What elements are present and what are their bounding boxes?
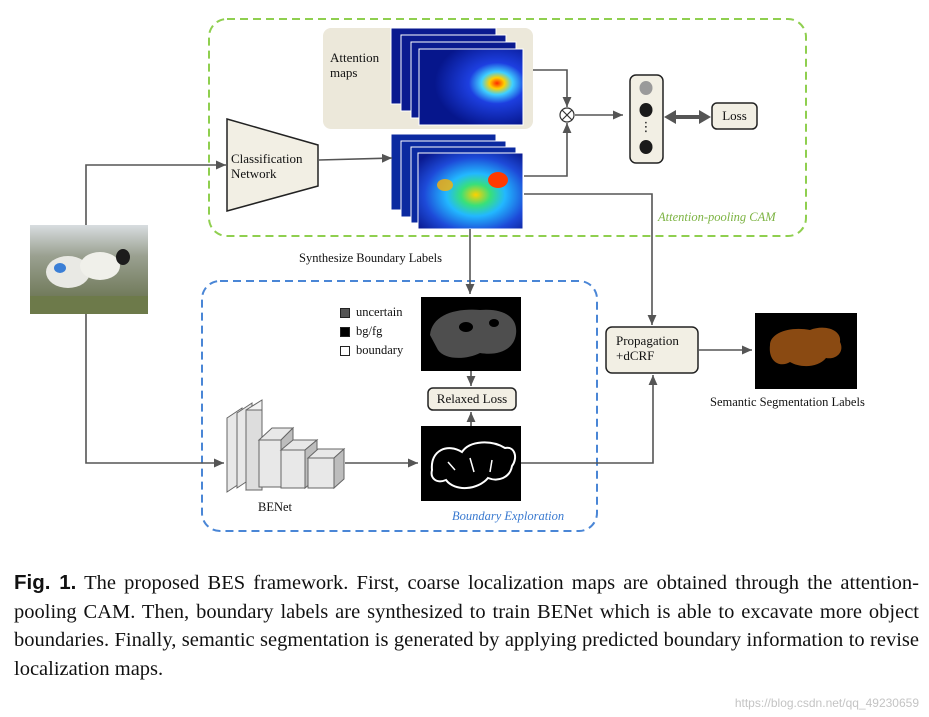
legend-label-boundary: boundary [356, 343, 404, 357]
attention-maps-stack [390, 27, 524, 126]
figure-label: Fig. 1. [14, 571, 77, 594]
semantic-segmentation-labels-text: Semantic Segmentation Labels [710, 395, 865, 409]
loss-box [711, 102, 758, 130]
legend-swatch-bgfg [340, 326, 350, 337]
attention-pooling-region-label: Attention-pooling CAM [658, 210, 776, 224]
figure-caption-text: The proposed BES framework. First, coars… [14, 572, 919, 680]
benet-label: BENet [258, 500, 293, 514]
synthesize-boundary-labels-text: Synthesize Boundary Labels [299, 251, 443, 265]
relaxed-loss-label: Relaxed Loss [436, 391, 508, 406]
loss-double-arrow [664, 110, 711, 124]
input-image [30, 225, 148, 314]
cam-maps-stack [390, 133, 524, 230]
boundary-exploration-region-label: Boundary Exploration [452, 509, 565, 523]
legend-item-bgfg: bg/fg [340, 322, 403, 341]
classification-network-label: Classification Network [231, 151, 303, 181]
multiply-operator [559, 107, 575, 123]
framework-diagram [30, 18, 857, 532]
classifier-node-2 [639, 103, 653, 117]
figure-caption: Fig. 1. The proposed BES framework. Firs… [14, 569, 919, 683]
legend-label-uncertain: uncertain [356, 305, 403, 319]
attention-pooling-region [208, 18, 807, 237]
attention-maps-label: Attention maps [330, 50, 380, 80]
legend-swatch-uncertain [340, 307, 350, 318]
legend-label-bgfg: bg/fg [356, 324, 383, 338]
boundary-exploration-region [201, 280, 598, 532]
classifier-ellipsis: ⋮ [639, 120, 653, 135]
legend-item-uncertain: uncertain [340, 303, 403, 322]
watermark: https://blog.csdn.net/qq_49230659 [734, 696, 919, 710]
legend-item-boundary: boundary [340, 341, 403, 360]
benet-architecture [226, 399, 346, 493]
classification-network-block [226, 118, 319, 212]
boundary-label-map [421, 297, 521, 371]
loss-label: Loss [722, 108, 747, 123]
legend: uncertain bg/fg boundary [340, 303, 403, 360]
propagation-label: Propagation +dCRF [616, 333, 679, 363]
classifier-node-1 [639, 81, 653, 95]
classifier-vector-box [629, 74, 664, 164]
classifier-node-3 [639, 140, 653, 154]
segmentation-output [755, 313, 857, 389]
relaxed-loss-box [427, 387, 517, 411]
boundary-prediction-map [421, 426, 521, 501]
legend-swatch-boundary [340, 345, 350, 356]
